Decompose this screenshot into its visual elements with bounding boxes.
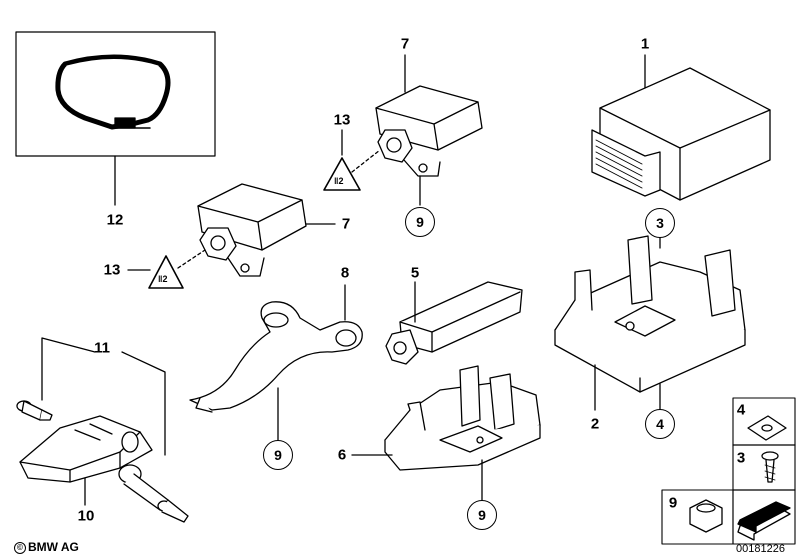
valve-bolt-illustration	[16, 400, 53, 421]
tire-pressure-sensor-illustration	[19, 415, 153, 483]
warning-triangle-icon	[323, 157, 361, 191]
copyright-icon: ©	[14, 542, 26, 554]
leader-13b-dashed	[177, 249, 206, 269]
small-holder-illustration	[384, 365, 541, 471]
callout-7-top: 7	[400, 35, 410, 53]
callout-6: 6	[337, 446, 347, 464]
tire-section-illustration	[15, 31, 216, 157]
callout-3-circled: 3	[645, 208, 675, 238]
callout-1: 1	[640, 35, 650, 53]
callout-9-circled-top: 9	[405, 207, 435, 237]
antenna-illustration	[385, 281, 523, 365]
large-holder-illustration	[554, 235, 746, 393]
control-unit-illustration	[591, 67, 771, 201]
callout-4-circled: 4	[645, 409, 675, 439]
callout-5: 5	[410, 264, 420, 282]
callout-2: 2	[590, 415, 600, 433]
bracket-arm-illustration	[189, 301, 363, 413]
sensor-module-top-illustration	[375, 85, 483, 177]
callout-9-circled-bottom: 9	[467, 500, 497, 530]
brand-copyright: ©BMW AG	[14, 540, 79, 554]
warning-symbol-text: ǁ2	[158, 274, 168, 284]
callout-12: 12	[106, 211, 124, 229]
sensor-module-mid-illustration	[197, 183, 307, 277]
legend-number-3: 3	[736, 449, 746, 467]
warning-symbol-text: ǁ2	[334, 176, 344, 186]
legend-box	[661, 397, 796, 545]
warning-triangle-icon	[148, 255, 184, 289]
legend-number-4: 4	[736, 401, 746, 419]
callout-8: 8	[340, 264, 350, 282]
callout-7-mid: 7	[341, 215, 351, 233]
group-bracket-11	[41, 337, 166, 456]
legend-number-9: 9	[668, 494, 678, 512]
callout-9-circled-mid: 9	[263, 440, 293, 470]
callout-11: 11	[94, 339, 110, 357]
brand-name: BMW AG	[28, 540, 79, 554]
callout-13-top: 13	[333, 111, 351, 129]
callout-10: 10	[77, 507, 95, 525]
valve-stem-illustration	[118, 464, 189, 523]
diagram-number: 00181226	[736, 543, 785, 555]
callout-13-mid: 13	[103, 261, 121, 279]
leader-13a-dashed	[351, 149, 381, 173]
arrow-marker-icon	[737, 501, 791, 533]
